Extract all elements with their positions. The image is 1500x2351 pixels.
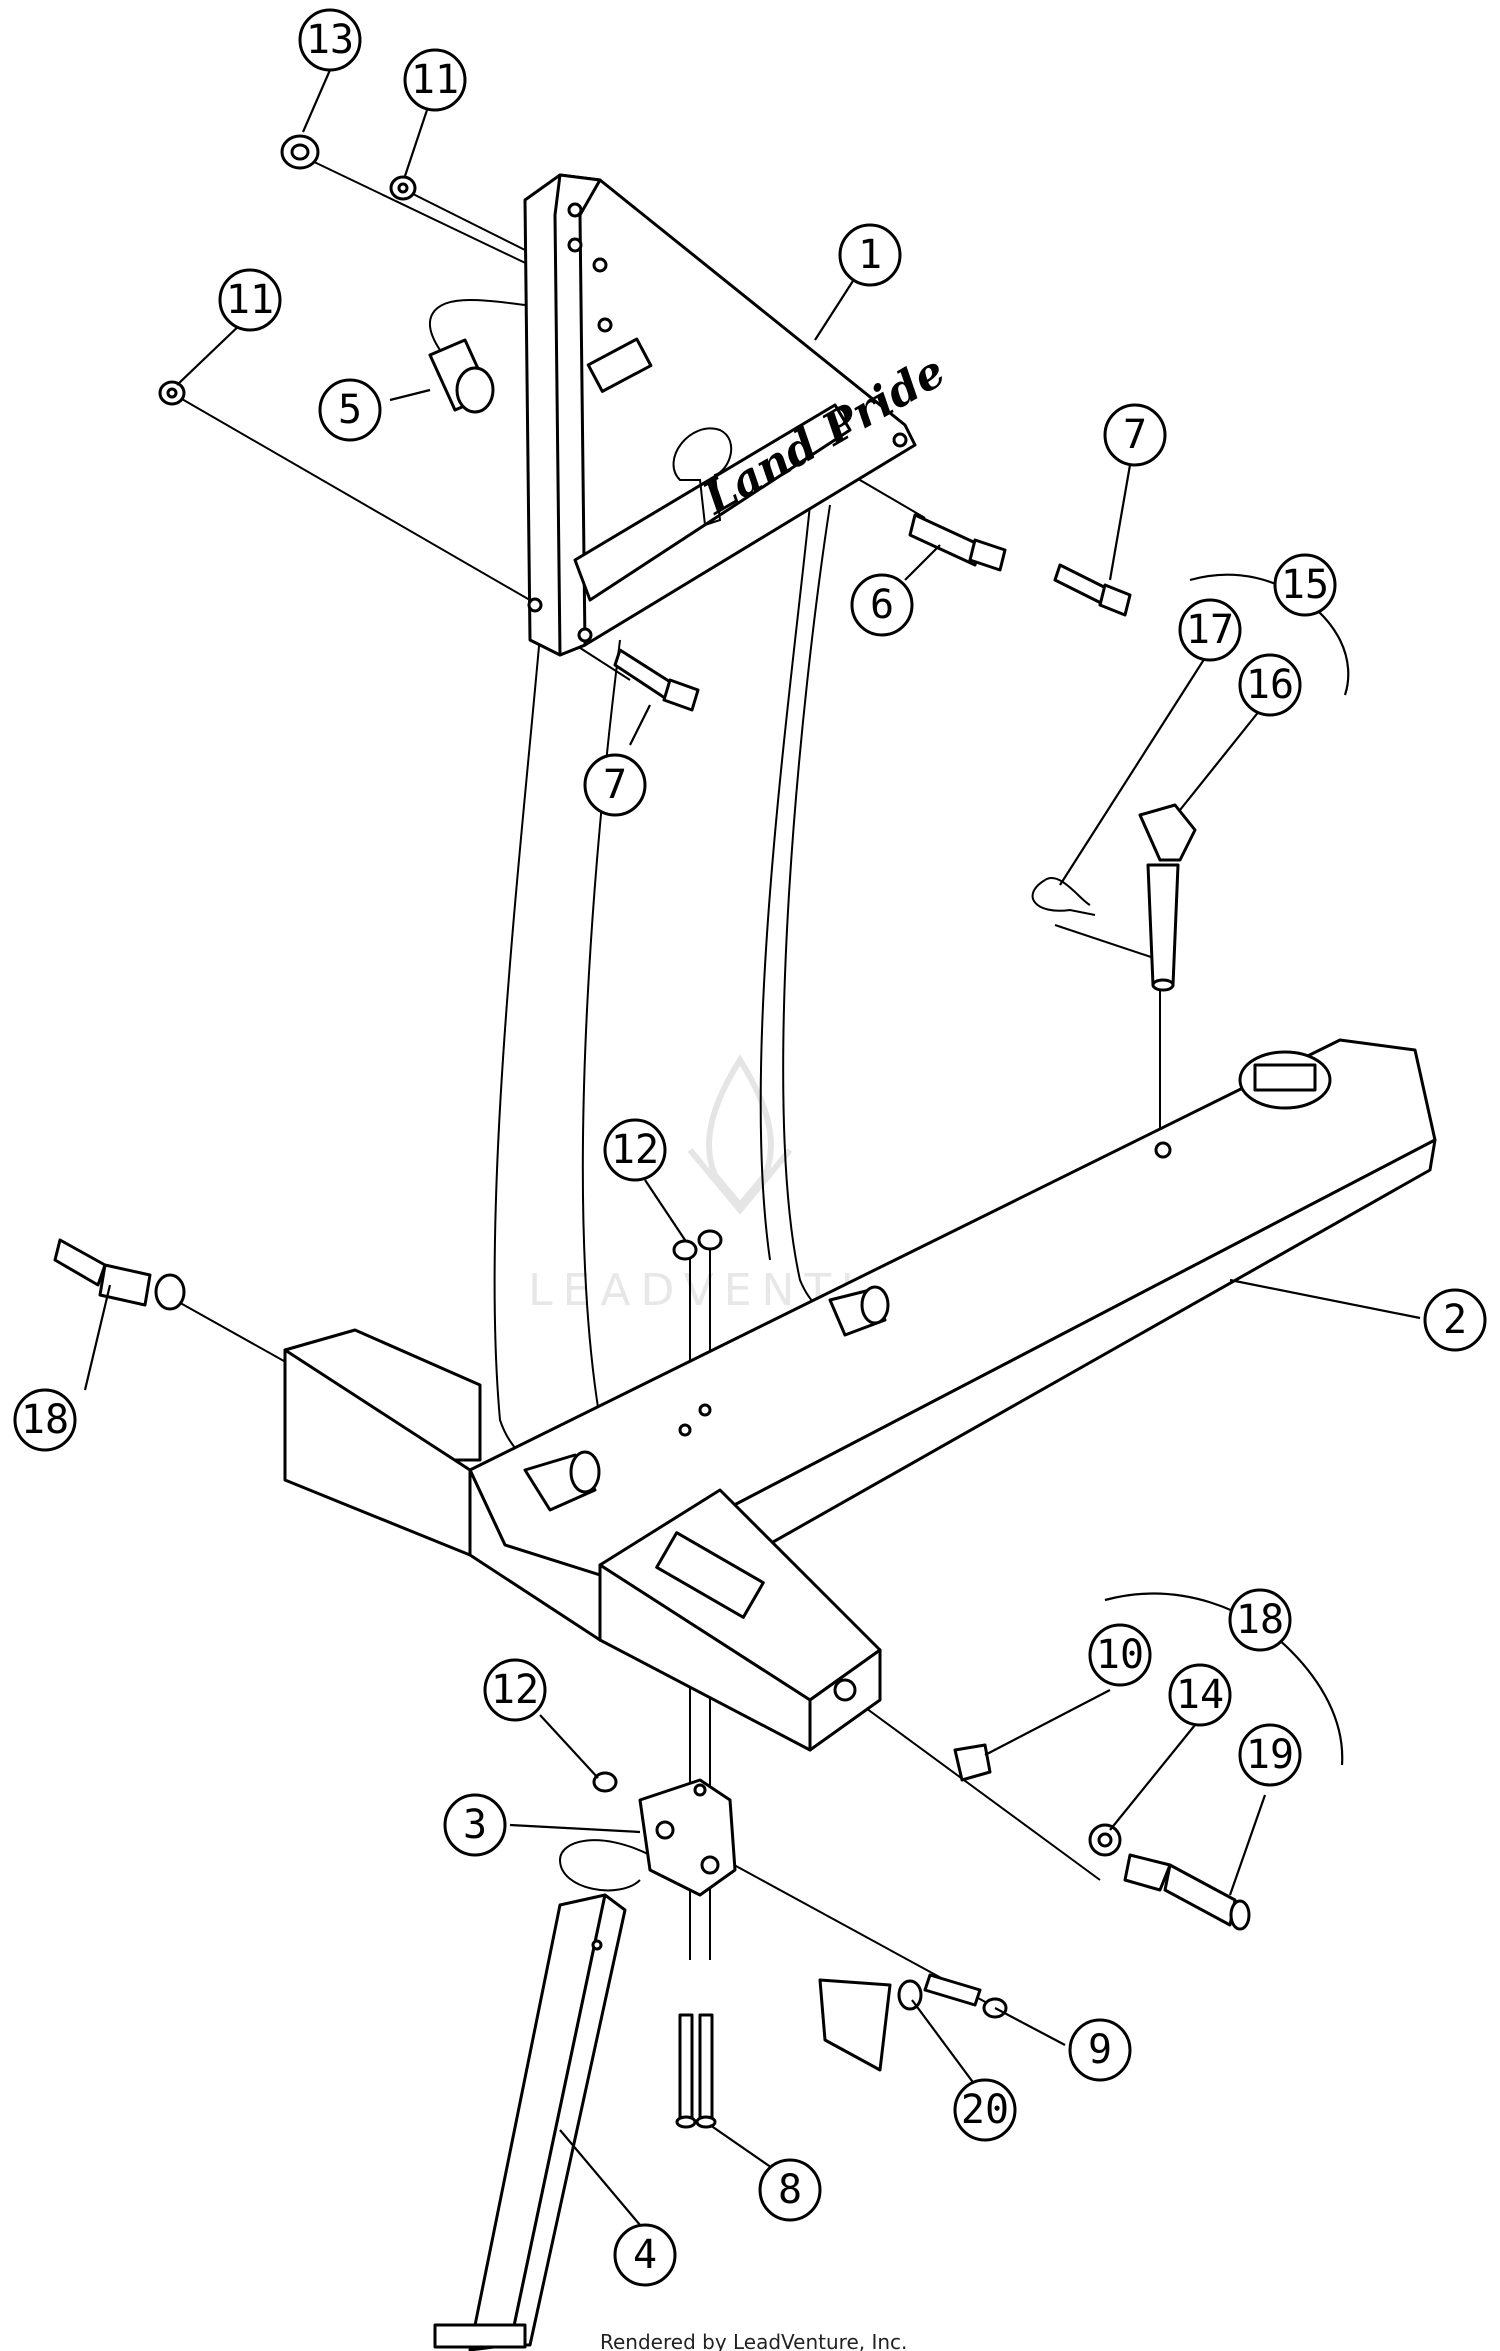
svg-text:11: 11 — [226, 277, 274, 323]
callout-4: 4 — [613, 2223, 677, 2287]
svg-text:10: 10 — [1096, 1632, 1144, 1678]
callout-11-upper: 11 — [403, 48, 467, 112]
svg-text:4: 4 — [633, 2232, 657, 2278]
callout-15: 15 — [1273, 553, 1337, 617]
part-8-long-bolts — [675, 2013, 717, 2129]
part-4-stand-leg — [433, 1893, 627, 2351]
part-2-toolbar-beam — [283, 1038, 1437, 1752]
svg-text:16: 16 — [1246, 662, 1294, 708]
callout-6: 6 — [850, 573, 914, 637]
svg-text:7: 7 — [603, 762, 627, 808]
svg-text:13: 13 — [306, 17, 354, 63]
part-9-nut — [923, 1973, 1008, 2019]
callout-14: 14 — [1168, 1663, 1232, 1727]
part-20-handle — [818, 1978, 923, 2072]
part-12-nut-upper — [672, 1229, 723, 1261]
svg-text:17: 17 — [1186, 607, 1234, 653]
callout-7-lower: 7 — [583, 753, 647, 817]
callout-3: 3 — [443, 1793, 507, 1857]
part-19-pin — [1123, 1853, 1251, 1931]
part-3-jack-bracket — [638, 1778, 737, 1897]
svg-text:9: 9 — [1088, 2027, 1112, 2073]
group-brace-18 — [1104, 1592, 1344, 1766]
svg-text:8: 8 — [778, 2167, 802, 2213]
part-14-washer — [1088, 1823, 1122, 1857]
part-12-nut-lower — [592, 1771, 618, 1793]
svg-text:18: 18 — [21, 1397, 69, 1443]
svg-text:1: 1 — [858, 232, 882, 278]
render-credit: Rendered by LeadVenture, Inc. — [600, 2330, 908, 2351]
callout-7-upper: 7 — [1103, 403, 1167, 467]
callout-17: 17 — [1178, 598, 1242, 662]
callout-2: 2 — [1423, 1288, 1487, 1352]
callout-9: 9 — [1068, 2018, 1132, 2082]
callout-5: 5 — [318, 378, 382, 442]
part-13-nut — [280, 134, 320, 170]
group-brace-15 — [1189, 573, 1350, 696]
svg-text:3: 3 — [463, 1802, 487, 1848]
callout-16: 16 — [1238, 653, 1302, 717]
callout-18-right: 18 — [1228, 1588, 1292, 1652]
svg-text:12: 12 — [611, 1127, 659, 1173]
part-17-hair-pin-clip — [1031, 877, 1096, 916]
callout-8: 8 — [758, 2158, 822, 2222]
callout-19: 19 — [1238, 1723, 1302, 1787]
part-10-nut — [953, 1743, 992, 1782]
part-11-washer-upper — [389, 175, 417, 201]
svg-text:18: 18 — [1236, 1597, 1284, 1643]
svg-text:15: 15 — [1281, 562, 1329, 608]
callout-12-lower: 12 — [483, 1658, 547, 1722]
callout-10: 10 — [1088, 1623, 1152, 1687]
svg-text:14: 14 — [1176, 1672, 1224, 1718]
callout-1: 1 — [838, 223, 902, 287]
spacer-roller — [523, 1285, 890, 1512]
part-6-bolt — [908, 513, 1007, 572]
callout-18-left: 18 — [13, 1388, 77, 1452]
part-5-spacer — [428, 338, 495, 414]
part-11-washer-left — [158, 380, 186, 406]
part-7-bolt-lower — [613, 648, 700, 712]
callout-20: 20 — [953, 2078, 1017, 2142]
part-16-hitch-pin — [1138, 803, 1197, 992]
callout-11-left: 11 — [218, 268, 282, 332]
callout-12-upper: 12 — [603, 1118, 667, 1182]
svg-text:2: 2 — [1443, 1297, 1467, 1343]
svg-text:20: 20 — [961, 2087, 1009, 2133]
svg-text:19: 19 — [1246, 1732, 1294, 1778]
callout-13: 13 — [298, 8, 362, 72]
part-7-bolt-upper — [1053, 563, 1132, 617]
svg-text:6: 6 — [870, 582, 894, 628]
svg-text:12: 12 — [491, 1667, 539, 1713]
part-18-pin-assembly-left — [53, 1238, 186, 1311]
svg-text:7: 7 — [1123, 412, 1147, 458]
svg-text:5: 5 — [338, 387, 362, 433]
svg-text:11: 11 — [411, 57, 459, 103]
